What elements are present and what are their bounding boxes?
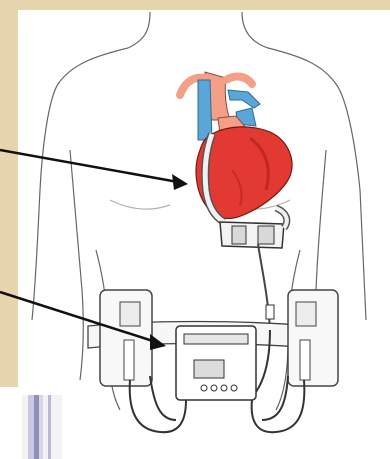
controller-display xyxy=(194,360,224,378)
arrowhead-heart xyxy=(172,174,188,190)
scan-strip xyxy=(22,395,62,459)
arm-inner-left xyxy=(70,150,83,380)
neck-right xyxy=(242,12,268,48)
controller-unit xyxy=(176,326,256,400)
shoulder-left xyxy=(32,48,128,320)
controller-button-1 xyxy=(201,385,207,391)
controller-button-2 xyxy=(211,385,217,391)
controller-button-4 xyxy=(231,385,237,391)
driveline-connector xyxy=(266,305,274,319)
neck-left xyxy=(128,12,150,48)
arrow-to-heart xyxy=(0,150,178,182)
chest-line-left xyxy=(110,200,170,209)
battery-right xyxy=(288,290,338,386)
annotation-arrows xyxy=(0,150,188,350)
controller-button-3 xyxy=(221,385,227,391)
